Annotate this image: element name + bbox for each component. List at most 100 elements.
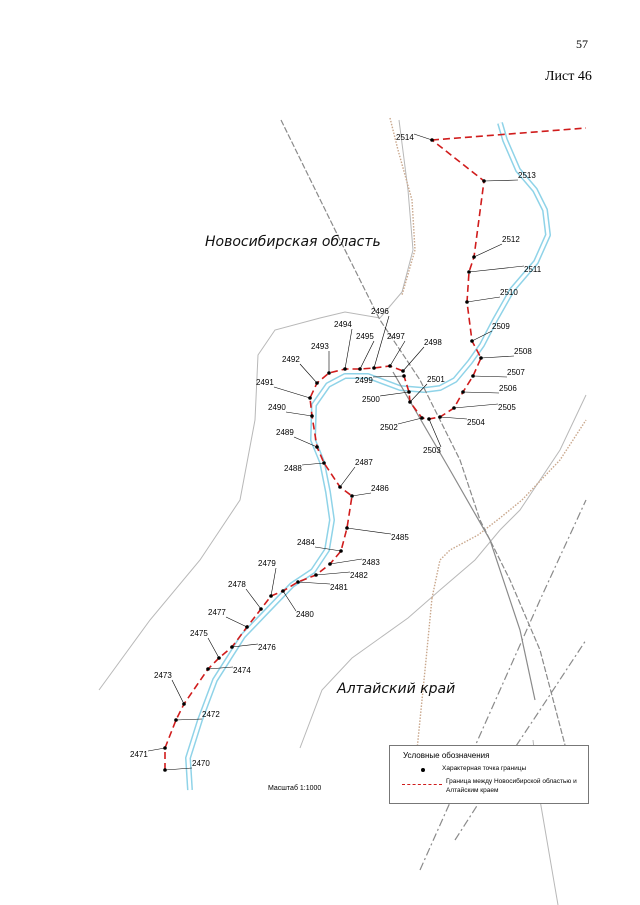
point-label-2504: 2504	[467, 418, 485, 427]
leader-line-2484	[314, 546, 342, 552]
point-label-2505: 2505	[498, 403, 516, 412]
border-point-2487	[338, 485, 342, 489]
legend-line-label-1: Граница между Новосибирской областью и	[446, 778, 577, 785]
border-point-2498	[401, 369, 405, 373]
leader-line-2473	[171, 679, 185, 705]
scale-label: Масштаб 1:1000	[268, 785, 322, 792]
leader-line-2491	[273, 386, 311, 399]
border-point-2514	[430, 138, 434, 142]
point-label-2471: 2471	[130, 750, 148, 759]
point-label-2502: 2502	[380, 423, 398, 432]
border-point-2508	[479, 356, 483, 360]
leader-line-2500	[379, 391, 410, 397]
region-altai: Алтайский край	[336, 681, 455, 697]
leader-line-2487	[339, 466, 356, 488]
border-point-2513	[482, 179, 486, 183]
legend-point-symbol	[421, 768, 425, 772]
legend-line-symbol	[402, 784, 442, 785]
point-label-2513: 2513	[518, 171, 536, 180]
legend-point-label: Характерная точка границы	[442, 765, 527, 772]
border-point-2512	[472, 255, 476, 259]
point-label-2488: 2488	[284, 464, 302, 473]
point-label-2498: 2498	[424, 338, 442, 347]
point-label-2493: 2493	[311, 342, 329, 351]
border-point-2496	[372, 366, 376, 370]
leader-line-2496	[373, 315, 390, 369]
border-point-2479	[269, 594, 273, 598]
page-number: 57	[576, 37, 588, 51]
border-point-2473	[182, 702, 186, 706]
border-point-2509	[470, 339, 474, 343]
border-point-2481	[296, 580, 300, 584]
leader-line-2504	[439, 416, 468, 420]
point-label-2510: 2510	[500, 288, 518, 297]
border-point-2493	[327, 371, 331, 375]
border-point-2501	[408, 400, 412, 404]
point-label-2472: 2472	[202, 710, 220, 719]
border-point-2470	[163, 768, 167, 772]
border-point-2475	[217, 656, 221, 660]
border-point-2499	[402, 374, 406, 378]
border-point-2478	[259, 607, 263, 611]
region-novosibirsk: Новосибирская область	[205, 234, 381, 250]
leader-line-2505	[453, 403, 499, 409]
border-point-2506	[461, 390, 465, 394]
point-label-2474: 2474	[233, 666, 251, 675]
leader-line-2502	[397, 417, 423, 425]
leader-line-2481	[297, 581, 331, 585]
point-labels: 2470247124722473247424752476247724782479…	[130, 133, 542, 768]
border-point-2482	[314, 573, 318, 577]
point-label-2475: 2475	[190, 629, 208, 638]
point-label-2496: 2496	[371, 307, 389, 316]
leader-line-2488	[301, 462, 325, 466]
border-point-2480	[281, 589, 285, 593]
point-label-2506: 2506	[499, 384, 517, 393]
border-point-2500	[407, 390, 411, 394]
point-label-2482: 2482	[350, 571, 368, 580]
leader-line-2514	[413, 133, 433, 141]
border-point-2488	[322, 461, 326, 465]
point-label-2470: 2470	[192, 759, 210, 768]
border-point-2505	[452, 406, 456, 410]
border-point-2490	[310, 414, 314, 418]
point-label-2480: 2480	[296, 610, 314, 619]
legend: Условные обозначения Характерная точка г…	[389, 745, 589, 804]
point-label-2485: 2485	[391, 533, 409, 542]
point-label-2499: 2499	[355, 376, 373, 385]
leader-line-2506	[462, 391, 500, 394]
point-label-2492: 2492	[282, 355, 300, 364]
border-point-2472	[174, 718, 178, 722]
point-label-2473: 2473	[154, 671, 172, 680]
leader-line-2494	[344, 328, 353, 370]
point-label-2501: 2501	[427, 375, 445, 384]
leader-line-2472	[175, 718, 203, 721]
point-label-2477: 2477	[208, 608, 226, 617]
river	[185, 122, 551, 791]
border-point-2494	[343, 367, 347, 371]
leader-line-2492	[299, 363, 318, 384]
point-label-2490: 2490	[268, 403, 286, 412]
leader-line-2511	[468, 265, 525, 273]
point-label-2507: 2507	[507, 368, 525, 377]
leader-line-2486	[351, 492, 372, 497]
border-point-2504	[438, 415, 442, 419]
point-label-2500: 2500	[362, 395, 380, 404]
border-point-2474	[206, 667, 210, 671]
leader-line-2503	[428, 418, 442, 448]
border-point-2477	[245, 625, 249, 629]
border-point-2486	[350, 494, 354, 498]
leader-line-2497	[389, 340, 406, 367]
border-point-2510	[465, 300, 469, 304]
leader-line-2508	[480, 355, 515, 359]
point-label-2503: 2503	[423, 446, 441, 455]
leader-line-2501	[409, 383, 428, 403]
leader-line-2477	[225, 616, 248, 628]
border-point-2502	[420, 416, 424, 420]
leader-line-2483	[329, 558, 363, 565]
border-point-2476	[230, 645, 234, 649]
leader-line-2509	[471, 330, 493, 342]
border-point-2492	[315, 381, 319, 385]
point-label-2495: 2495	[356, 332, 374, 341]
point-label-2491: 2491	[256, 378, 274, 387]
border-point-2491	[308, 396, 312, 400]
